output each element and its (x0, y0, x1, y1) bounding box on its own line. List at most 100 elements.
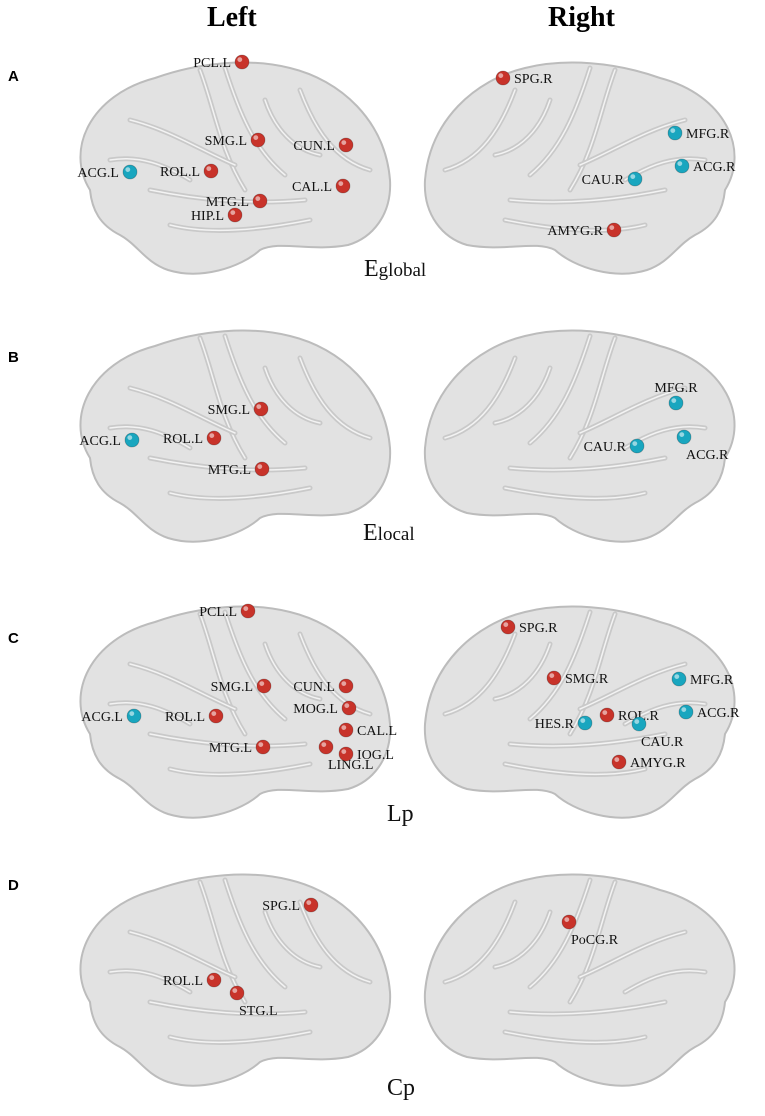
brain-gyrus-highlight (624, 701, 706, 725)
acg-r-node (676, 429, 692, 445)
mtg-l-node (254, 461, 270, 477)
cau-r-label: CAU.R (641, 735, 684, 750)
smg-l-label: SMG.L (211, 680, 253, 695)
brain-gyrus-highlight (169, 1031, 311, 1044)
brain-gyrus-highlight (444, 901, 516, 983)
brain-gyrus-highlight (169, 219, 311, 232)
smg-l-node (253, 401, 269, 417)
smg-r-node (546, 670, 562, 686)
smg-r-label: SMG.R (565, 672, 609, 687)
smg-l-label: SMG.L (205, 134, 247, 149)
mfg-r-node (668, 395, 684, 411)
cal-l-label: CAL.L (292, 180, 332, 195)
acg-l-node (122, 164, 138, 180)
cau-r-node (629, 438, 645, 454)
panel-letter-c: C (8, 630, 19, 647)
brain-gyrus-highlight (169, 487, 311, 500)
mtg-l-label: MTG.L (206, 195, 249, 210)
acg-l-label: ACG.L (81, 710, 123, 725)
brain-gyrus-highlight (149, 1001, 306, 1015)
brain-gyrus-highlight (494, 643, 551, 700)
metric-label-eglobal: Eglobal (364, 256, 427, 282)
mog-l-label: MOG.L (293, 702, 338, 717)
brain-gyrus-highlight (504, 219, 646, 232)
panel-letter-d: D (8, 877, 19, 894)
brain-gyrus-highlight (264, 643, 321, 700)
brain-gyrus-highlight (109, 425, 191, 449)
brain-gyrus-highlight (109, 701, 191, 725)
acg-r-label: ACG.R (697, 706, 740, 721)
brain-gyrus-highlight (149, 189, 306, 203)
mtg-l-node (252, 193, 268, 209)
rol-l-label: ROL.L (165, 710, 205, 725)
brain-gyrus-highlight (529, 879, 591, 988)
brain-gyrus-highlight (264, 367, 321, 424)
brain-gyrus-highlight (579, 119, 686, 166)
pocg-r-label: PoCG.R (571, 933, 619, 948)
cau-r-label: CAU.R (582, 173, 625, 188)
brain-gyrus-highlight (569, 69, 616, 191)
spg-r-node (495, 70, 511, 86)
brain-gyrus-highlight (569, 613, 616, 735)
rol-l-node (206, 430, 222, 446)
mtg-l-label: MTG.L (208, 463, 251, 478)
rol-l-label: ROL.L (160, 165, 200, 180)
smg-l-node (250, 132, 266, 148)
hip-l-label: HIP.L (191, 209, 224, 224)
panel-letter-a: A (8, 68, 19, 85)
brain-gyrus-highlight (569, 337, 616, 459)
ling-l-label: LING.L (328, 758, 374, 773)
cal-l-label: CAL.L (357, 724, 397, 739)
brain-gyrus-highlight (529, 611, 591, 720)
brain-gyrus-highlight (264, 911, 321, 968)
pocg-r-node (561, 914, 577, 930)
brain-gyrus-highlight (299, 357, 371, 439)
brain-gyrus-highlight (579, 931, 686, 978)
right-hemisphere-header: Right (548, 2, 615, 33)
brain-gyrus-highlight (509, 189, 666, 203)
rol-l-node (206, 972, 222, 988)
spg-l-label: SPG.L (262, 899, 300, 914)
brain-gyrus-highlight (299, 901, 371, 983)
cun-l-label: CUN.L (293, 680, 335, 695)
cau-r-node (627, 171, 643, 187)
brain-gyrus-highlight (149, 733, 306, 747)
panel-letter-b: B (8, 349, 19, 366)
smg-l-label: SMG.L (208, 403, 250, 418)
brain-gyrus-highlight (579, 387, 686, 434)
brain-gyrus-highlight (494, 911, 551, 968)
amyg-r-node (611, 754, 627, 770)
brain-gyrus-highlight (199, 613, 246, 735)
brain-gyrus-highlight (504, 763, 646, 776)
amyg-r-label: AMYG.R (547, 224, 603, 239)
hes-r-label: HES.R (535, 717, 575, 732)
mtg-l-node (255, 739, 271, 755)
brain-gyrus-highlight (109, 969, 191, 993)
brain-gyrus-highlight (224, 67, 286, 176)
hip-l-node (227, 207, 243, 223)
brain-gyrus-highlight (129, 931, 236, 978)
brain-gyrus-highlight (169, 763, 311, 776)
cun-l-node (338, 678, 354, 694)
spg-r-node (500, 619, 516, 635)
smg-l-node (256, 678, 272, 694)
pcl-l-label: PCL.L (193, 56, 231, 71)
cal-l-node (338, 722, 354, 738)
rol-l-label: ROL.L (163, 432, 203, 447)
brain-gyrus-highlight (494, 99, 551, 156)
mfg-r-label: MFG.R (690, 673, 734, 688)
spg-r-label: SPG.R (519, 621, 558, 636)
hes-r-node (577, 715, 593, 731)
brain-gyrus-highlight (579, 663, 686, 710)
rol-l-label: ROL.L (163, 974, 203, 989)
brain-gyrus-highlight (129, 663, 236, 710)
left-hemisphere-header: Left (207, 2, 257, 33)
cau-r-node (631, 716, 647, 732)
iog-l-label: IOG.L (357, 748, 394, 763)
brain-gyrus-highlight (264, 99, 321, 156)
brain-gyrus-highlight (224, 879, 286, 988)
brain-gyrus-highlight (299, 89, 371, 171)
